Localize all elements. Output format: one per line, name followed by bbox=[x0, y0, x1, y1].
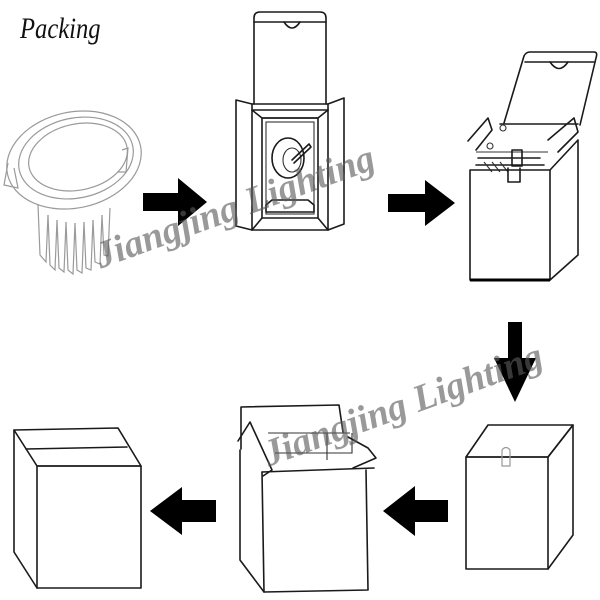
step-6-sealed-carton bbox=[13, 427, 142, 589]
diagram-title: Packing bbox=[20, 12, 101, 45]
step-4-closed-inner-box bbox=[465, 424, 574, 570]
step-1-led-downlight bbox=[3, 110, 142, 276]
step-3-inner-box-closing bbox=[467, 51, 598, 282]
arrow-right-icon bbox=[143, 178, 207, 226]
arrow-left-icon bbox=[383, 486, 448, 536]
step-5-open-carton bbox=[237, 404, 377, 593]
arrow-down-icon bbox=[494, 322, 536, 402]
arrow-left-icon bbox=[150, 487, 216, 535]
step-2-open-inner-box bbox=[235, 11, 345, 231]
arrow-right-icon bbox=[388, 180, 455, 226]
